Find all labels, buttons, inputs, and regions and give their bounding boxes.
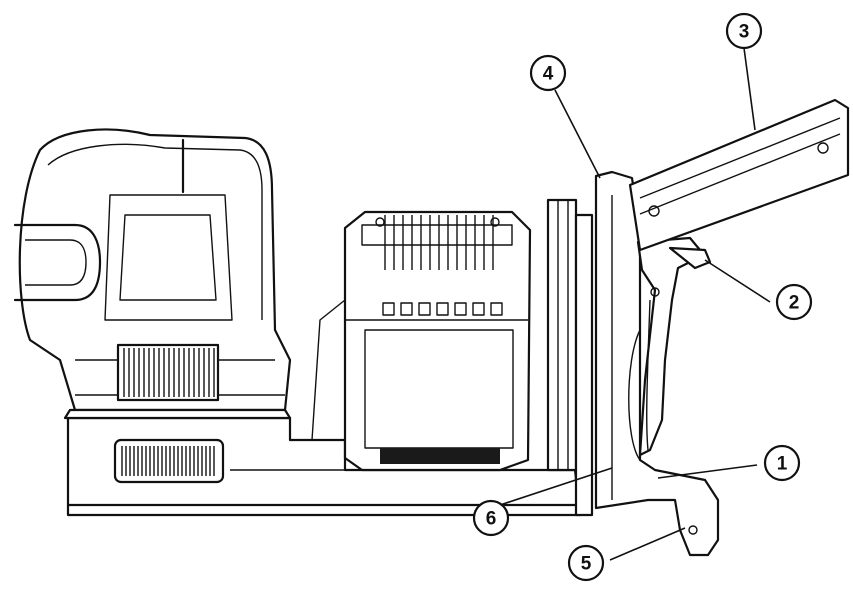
- callout-4: 4: [529, 54, 567, 92]
- callout-3: 3: [725, 12, 763, 50]
- battery-cell: [490, 302, 503, 316]
- battery-cell: [454, 302, 467, 316]
- callout-2: 2: [775, 283, 813, 321]
- clamp-lever: [636, 236, 712, 457]
- battery-pack: [311, 210, 532, 472]
- battery-cell: [418, 302, 431, 316]
- callout-3-label: 3: [739, 22, 750, 43]
- callout-6: 6: [472, 499, 510, 537]
- callout-6-label: 6: [486, 509, 497, 530]
- laser-level-body: [13, 128, 292, 420]
- laser-vent-grille: [116, 343, 220, 402]
- battery-cell: [472, 302, 485, 316]
- callout-1-label: 1: [777, 454, 788, 475]
- battery-cell: [400, 302, 413, 316]
- callout-5: 5: [567, 544, 605, 582]
- battery-cell: [382, 302, 395, 316]
- callout-4-label: 4: [543, 64, 554, 85]
- callout-2-label: 2: [789, 293, 800, 314]
- battery-cell: [436, 302, 449, 316]
- clip-column: [546, 198, 594, 517]
- callout-1: 1: [763, 444, 801, 482]
- base-grille: [113, 438, 225, 484]
- leader-lines: [499, 47, 771, 561]
- ceiling-rail: [628, 98, 850, 252]
- callout-5-label: 5: [581, 554, 592, 575]
